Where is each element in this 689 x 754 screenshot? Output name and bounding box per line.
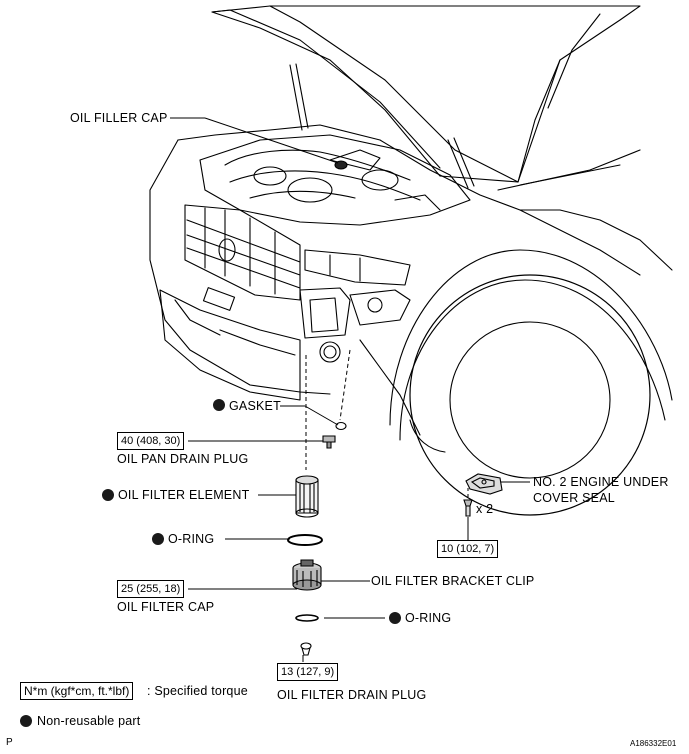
front-wheel: [410, 275, 650, 515]
label-oil-filter-bracket-clip: OIL FILTER BRACKET CLIP: [371, 574, 535, 588]
label-under-cover-seal-line2: COVER SEAL: [533, 491, 615, 505]
gasket-part: [336, 423, 346, 430]
label-oil-filter-cap: OIL FILTER CAP: [117, 600, 215, 614]
emblem: [219, 239, 235, 261]
legend-torque-unit: N*m (kgf*cm, ft.*lbf): [20, 682, 134, 700]
legend-nonreusable-text: Non-reusable part: [37, 714, 141, 728]
oil-pan-drain-plug-part: [323, 436, 335, 448]
label-o-ring-upper: O-RING: [168, 532, 215, 546]
seal-clip-part: [464, 500, 472, 516]
nonreusable-dot-gasket: [213, 399, 225, 411]
nonreusable-dot-o-ring-lower: [389, 612, 401, 624]
engine-bay: [200, 135, 470, 225]
torque-oil-pan-drain-plug: 40 (408, 30): [117, 432, 185, 450]
label-oil-filter-element: OIL FILTER ELEMENT: [118, 488, 250, 502]
body-outline: [150, 140, 330, 394]
label-o-ring-lower: O-RING: [405, 611, 452, 625]
torque-under-cover-seal: 10 (102, 7): [437, 540, 499, 558]
hood-outline: [212, 6, 640, 182]
footer-figure-id: A186332E01: [630, 739, 677, 748]
oil-filter-cap-part: [293, 560, 321, 590]
label-oil-pan-drain-plug: OIL PAN DRAIN PLUG: [117, 452, 249, 466]
oil-filter-drain-plug-part: [301, 643, 311, 655]
o-ring-lower-part: [296, 615, 318, 621]
torque-oil-filter-cap: 25 (255, 18): [117, 580, 185, 598]
headlamp: [305, 250, 410, 285]
nonreusable-dot-o-ring-upper: [152, 533, 164, 545]
label-gasket: GASKET: [229, 399, 281, 413]
fog-lamp: [320, 342, 340, 362]
wheel-arch: [390, 250, 672, 425]
legend-torque-desc: : Specified torque: [147, 684, 248, 698]
nonreusable-dot-oil-filter-element: [102, 489, 114, 501]
grille: [185, 205, 300, 300]
label-clip-qty: x 2: [476, 502, 494, 516]
label-oil-filter-drain-plug: OIL FILTER DRAIN PLUG: [277, 688, 427, 702]
oil-filter-element-part: [296, 476, 318, 517]
label-oil-filler-cap: OIL FILLER CAP: [70, 111, 168, 125]
under-cover-seal-part: [466, 474, 502, 494]
legend-nonreusable-dot: [20, 715, 32, 727]
hood-strut-left: [290, 65, 302, 130]
footer-left-code: P: [6, 737, 13, 748]
torque-oil-filter-drain-plug: 13 (127, 9): [277, 663, 339, 681]
hood-strut-right: [448, 140, 468, 188]
o-ring-upper-part: [288, 535, 322, 545]
front-bumper: [160, 290, 300, 400]
label-under-cover-seal-line1: NO. 2 ENGINE UNDER: [533, 475, 669, 489]
